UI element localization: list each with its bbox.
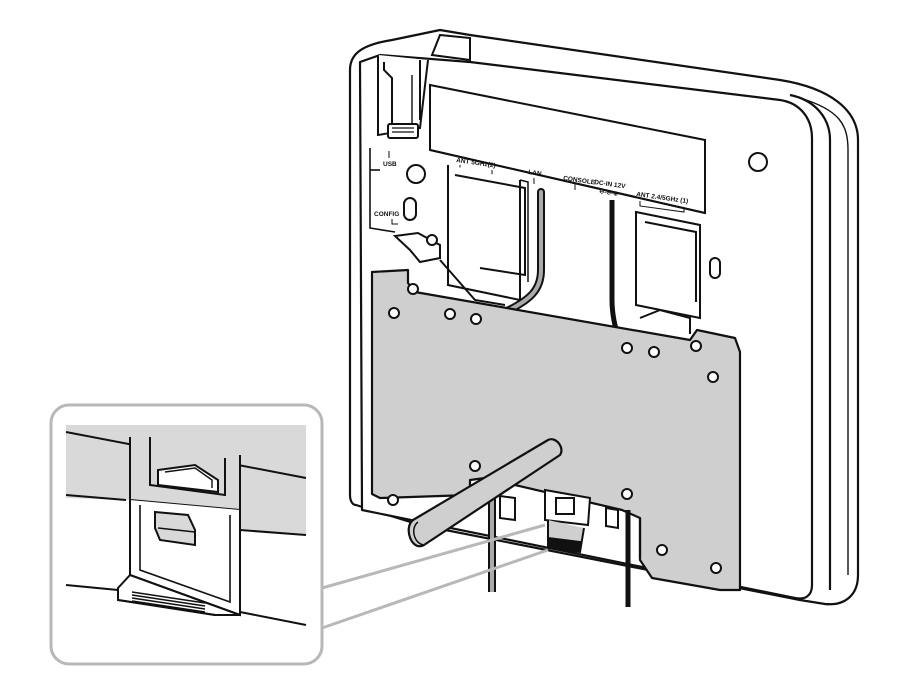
plate-latch [499,488,619,554]
device-hole-upper-right [748,152,768,172]
plate-hole [656,544,668,556]
detail-inset [49,403,324,666]
antenna [407,438,563,548]
plate-hole [707,371,719,383]
label-lan: LAN [528,169,543,178]
plate-hole [388,307,400,319]
usb-bracket [369,148,396,233]
device-hole-upper-left [406,164,426,184]
plate-hole [621,342,633,354]
device-screw-holes [403,152,768,279]
label-dc-in: DC-IN 12V [594,179,627,190]
left-pocket [439,165,529,306]
plate-hole [710,562,722,574]
plate-hole [690,340,702,352]
plate-hole [470,313,482,325]
top-latch [377,33,471,139]
device-slot-right [709,257,721,279]
left-hook [392,231,441,264]
label-usb: USB [383,161,397,168]
config-button-slot [403,197,417,221]
port-panel [429,83,706,215]
label-config: CONFIG [374,211,399,218]
callout-leaders [321,523,549,630]
label-dc-polarity: ⊖-⊝-⊕ [599,189,619,198]
plate-hole [469,460,481,472]
plate-hole [648,346,660,358]
plate-hole [621,488,633,500]
right-pocket [635,210,701,334]
plate-holes [387,283,722,574]
plate-hole [444,308,456,320]
plate-hole [387,494,399,506]
plate-hole [407,283,419,295]
label-console: CONSOLE [563,175,596,186]
